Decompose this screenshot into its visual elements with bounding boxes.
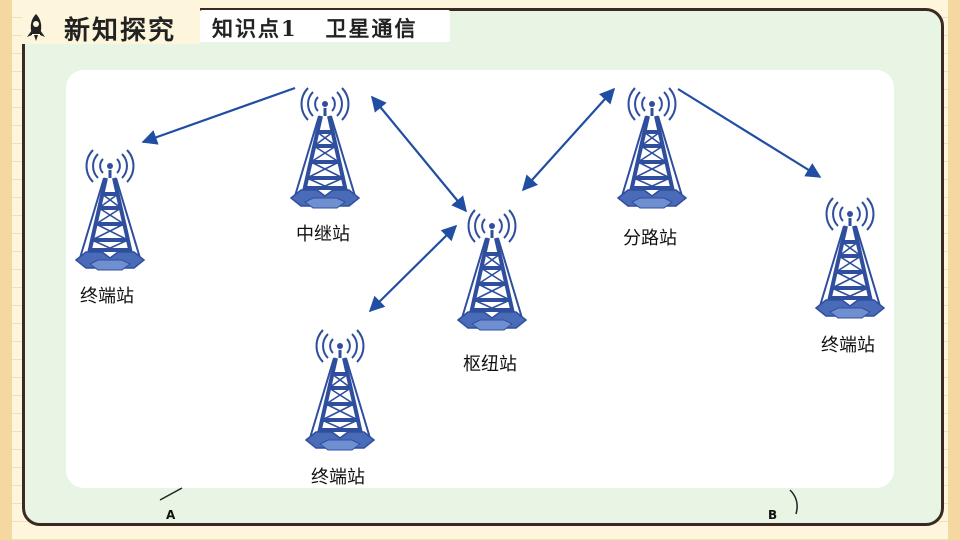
edge-relay-to-terminal-left xyxy=(141,86,296,145)
marker-b: B xyxy=(768,508,778,522)
label-terminal-left: 终端站 xyxy=(80,286,134,307)
topic-tab xyxy=(200,10,450,42)
edge-branch-to-terminal-right xyxy=(677,88,822,178)
edge-hub-branch xyxy=(521,87,616,192)
tower-terminal-right xyxy=(814,196,886,320)
tower-branch xyxy=(616,86,688,210)
tower-hub xyxy=(456,208,528,332)
label-branch: 分路站 xyxy=(623,228,677,249)
left-edge-bar xyxy=(0,0,12,540)
right-edge-bar xyxy=(948,0,960,540)
marker-a: A xyxy=(166,508,176,522)
header-tab xyxy=(22,8,200,44)
label-terminal-bottom: 终端站 xyxy=(311,467,365,488)
label-relay: 中继站 xyxy=(296,224,350,245)
label-hub: 枢纽站 xyxy=(463,354,517,375)
label-terminal-right: 终端站 xyxy=(821,335,875,356)
section-title: 新知探究 xyxy=(64,16,177,46)
edge-hub-terminal-bottom xyxy=(368,224,458,313)
rocket-icon xyxy=(27,14,45,41)
tower-terminal-left xyxy=(74,148,146,272)
tower-terminal-bottom xyxy=(304,328,376,452)
edge-relay-hub xyxy=(371,95,467,213)
tower-relay xyxy=(289,86,361,210)
topic-title: 知识点1 卫星通信 xyxy=(212,16,418,41)
